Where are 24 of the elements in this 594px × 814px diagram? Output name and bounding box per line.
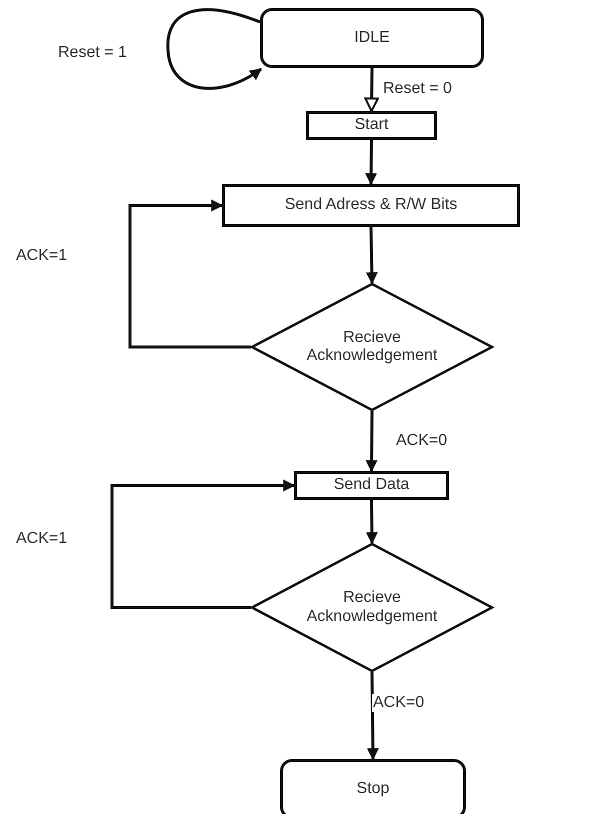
node-label: Recieve Acknowledgement: [306, 589, 438, 626]
process-box: [294, 471, 449, 500]
process-box: [222, 184, 520, 227]
arrow: [364, 68, 379, 112]
arrow: [366, 500, 378, 544]
arrow: [128, 200, 251, 348]
state-box: [260, 8, 484, 68]
node-label: IDLE: [354, 28, 390, 48]
edge-label: ACK=0: [372, 694, 426, 712]
arrow: [366, 226, 378, 284]
node-label: Stop: [356, 780, 390, 798]
decision-diamond: [251, 543, 493, 672]
arrow: [366, 672, 379, 760]
decision-diamond: [251, 283, 493, 411]
state-box: [280, 759, 466, 814]
arrow: [366, 410, 378, 472]
arrow: [365, 140, 378, 186]
process-box: [306, 111, 437, 140]
node-label: Recieve Acknowledgement: [306, 328, 438, 366]
node-label: Start: [354, 116, 388, 135]
node-label: Send Data: [334, 476, 410, 495]
self-loop-arrow: [166, 8, 262, 90]
node-label: Send Adress & R/W Bits: [284, 196, 458, 215]
arrow: [110, 480, 296, 609]
